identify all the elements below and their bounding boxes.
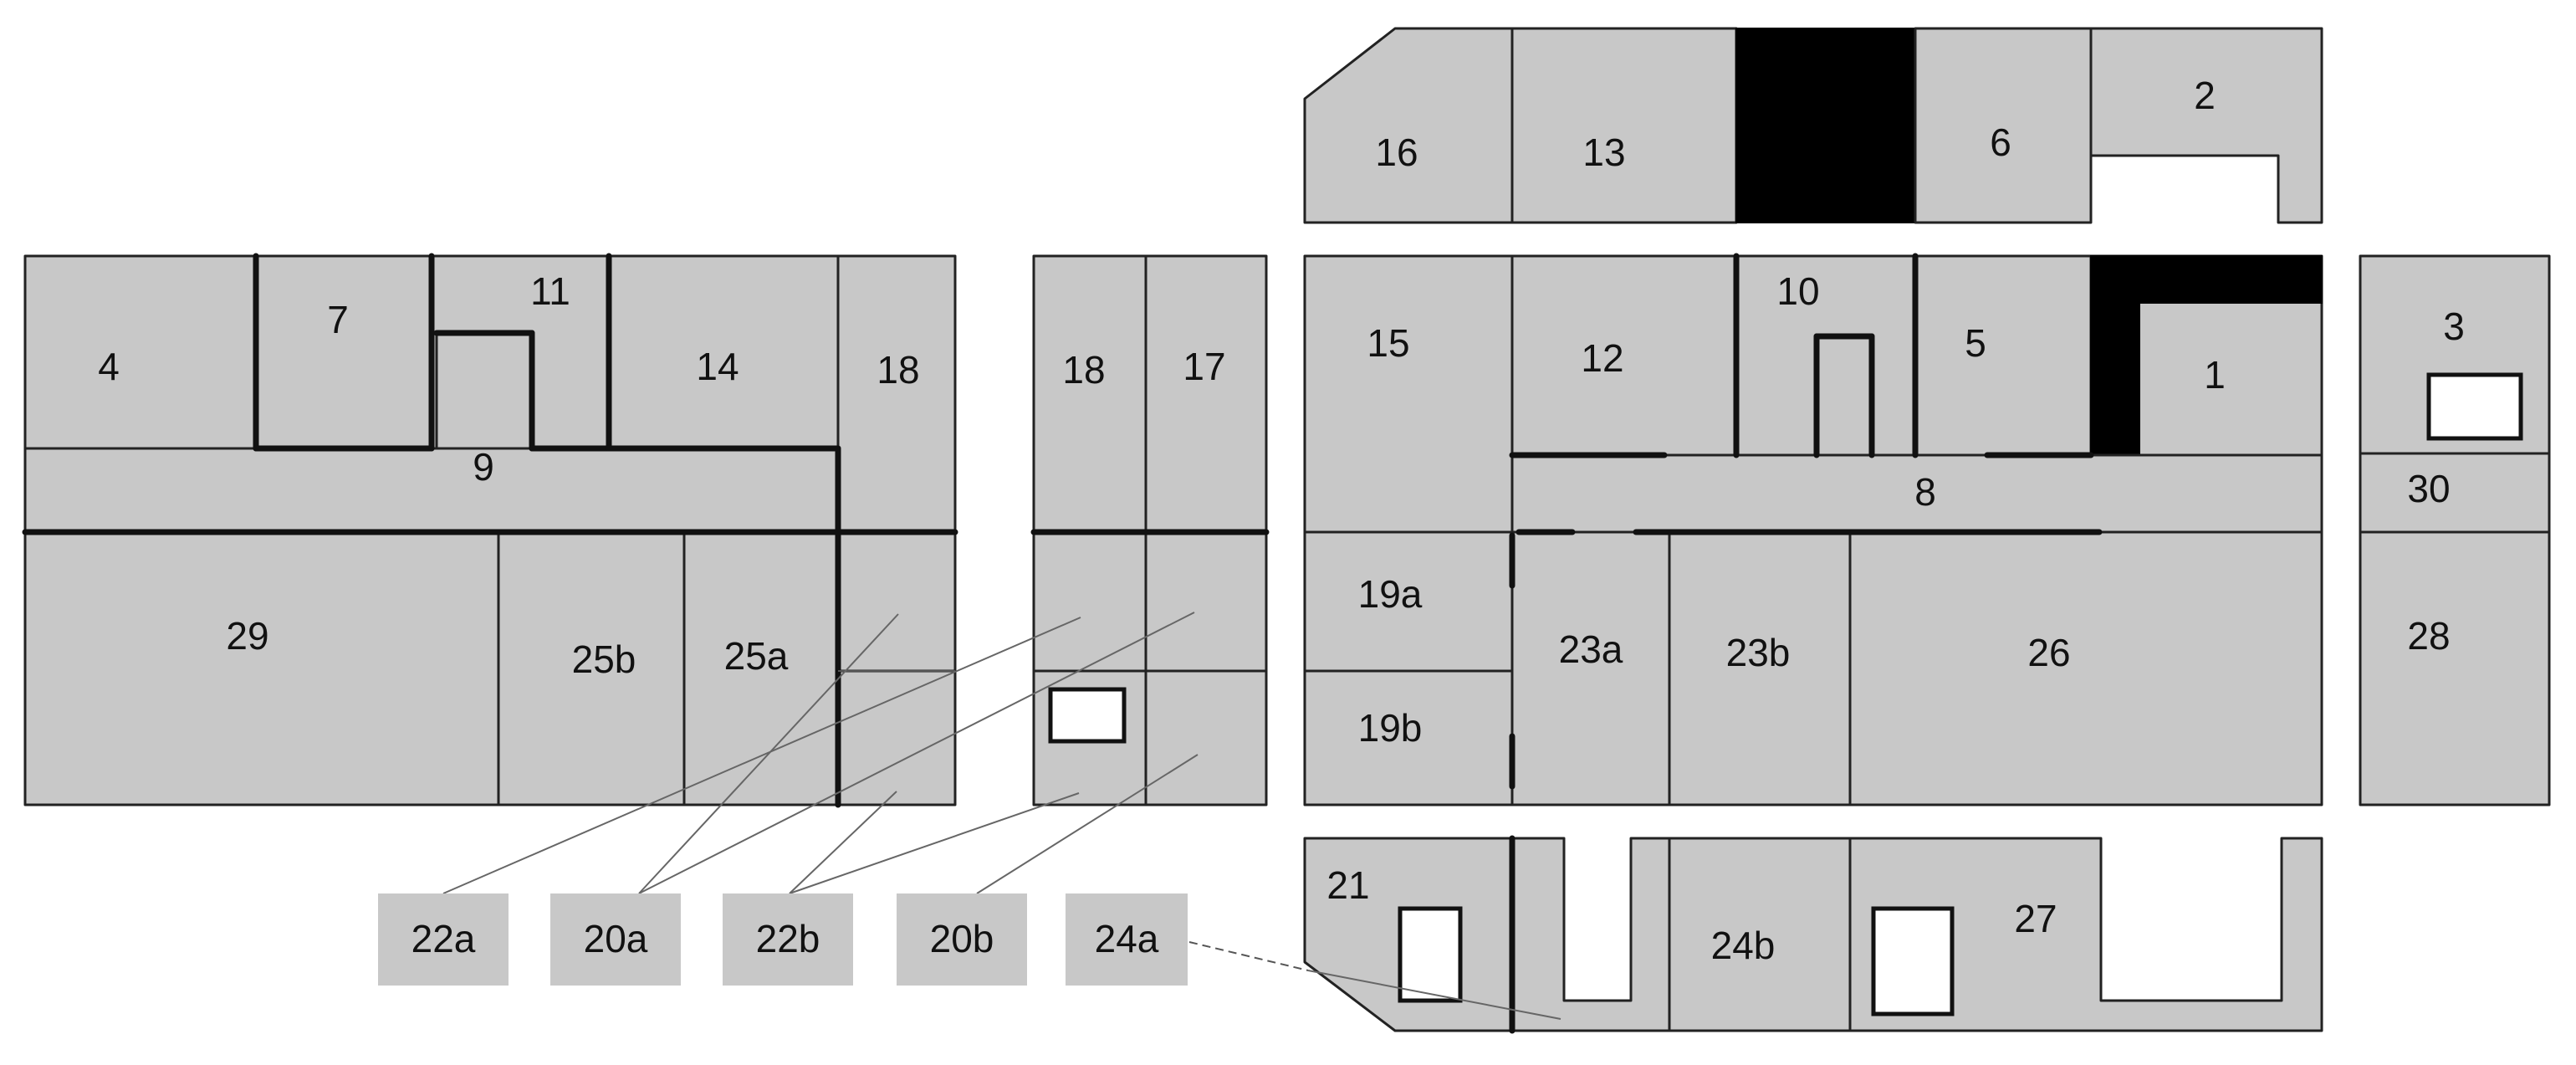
- room-24b: [1668, 837, 1852, 1032]
- room-label-25a: 25a: [724, 634, 789, 678]
- room-19b: [1303, 669, 1514, 806]
- room-23a: [1510, 530, 1671, 806]
- room-label-30: 30: [2407, 467, 2450, 510]
- room-13: [1510, 27, 1738, 224]
- room-17: [1144, 254, 1268, 534]
- tag-22a: 22a: [378, 893, 509, 986]
- room-12: [1510, 254, 1738, 457]
- room-label-10: 10: [1776, 269, 1819, 313]
- room-label-21: 21: [1326, 863, 1369, 907]
- room-6: [1914, 27, 2093, 224]
- room-labels: 4 7 11 14 18 9 29 25b 25a 18 17 16 13 6 …: [98, 74, 2465, 967]
- room-label-12: 12: [1581, 336, 1623, 380]
- room-15: [1303, 254, 1514, 534]
- room-label-16: 16: [1375, 131, 1418, 174]
- room-label-9: 9: [473, 445, 494, 489]
- room-28: [2359, 530, 2551, 806]
- bottom-strip: [1303, 835, 2323, 1034]
- room-label-19a: 19a: [1358, 572, 1423, 616]
- void-opening: [1048, 687, 1127, 744]
- void-opening: [1871, 906, 1955, 1016]
- room-label-2: 2: [2194, 74, 2216, 117]
- room-label-25b: 25b: [572, 637, 636, 681]
- room-label-18-mid: 18: [1062, 348, 1105, 392]
- room-7: [254, 254, 433, 450]
- room-label-27: 27: [2014, 897, 2057, 940]
- room-label-5: 5: [1965, 321, 1986, 365]
- room-22a-area: [836, 530, 957, 673]
- right-block: [1303, 253, 2323, 806]
- room-label-6: 6: [1990, 120, 2011, 164]
- room-26: [1848, 530, 2323, 806]
- room-label-19b: 19b: [1358, 706, 1423, 750]
- room-30: [2359, 452, 2551, 534]
- room-label-29: 29: [226, 614, 268, 658]
- void-opening: [2426, 372, 2523, 441]
- room-label-24b: 24b: [1711, 924, 1776, 967]
- room-18-left: [836, 254, 957, 534]
- room-19a: [1303, 530, 1514, 673]
- room-label-14: 14: [696, 345, 739, 388]
- room-20a-left: [1032, 530, 1147, 673]
- tag-22a-label: 22a: [411, 917, 476, 960]
- room-5: [1914, 254, 2093, 457]
- room-27: [1848, 837, 2323, 1032]
- room-25a: [682, 530, 840, 806]
- room-label-23a: 23a: [1559, 627, 1623, 671]
- room-label-23b: 23b: [1726, 631, 1791, 674]
- room-label-3: 3: [2443, 305, 2465, 348]
- room-label-28: 28: [2407, 614, 2450, 658]
- leader-lines: [442, 612, 1561, 1020]
- room-label-17: 17: [1183, 345, 1225, 388]
- room-label-18-left: 18: [877, 348, 919, 392]
- room-label-7: 7: [327, 298, 349, 341]
- corridor-9: [23, 447, 840, 534]
- room-20a-right: [1144, 530, 1268, 673]
- corridor-8: [1510, 453, 2323, 534]
- tag-20a: 20a: [550, 893, 681, 986]
- tag-boxes: 22a 20a 22b 20b 24a: [378, 893, 1188, 986]
- room-16: [1303, 27, 1514, 224]
- room-2: [2089, 27, 2323, 224]
- room-10-notch: [1815, 335, 1873, 457]
- room-label-4: 4: [98, 345, 120, 388]
- far-right-strip: [2359, 254, 2551, 806]
- top-strip: [1303, 27, 2323, 224]
- tag-20b-label: 20b: [930, 917, 994, 960]
- void-opening: [1398, 906, 1463, 1003]
- room-11-notch: [435, 331, 534, 450]
- tag-22b: 22b: [723, 893, 853, 986]
- tag-24a-label: 24a: [1095, 917, 1159, 960]
- room-label-13: 13: [1582, 131, 1625, 174]
- room-18-mid: [1032, 254, 1147, 534]
- room-29: [23, 530, 500, 806]
- tag-24a: 24a: [1066, 893, 1188, 986]
- room-label-11: 11: [530, 269, 570, 313]
- room-4: [23, 254, 258, 450]
- tag-20a-label: 20a: [584, 917, 648, 960]
- room-label-8: 8: [1914, 470, 1936, 514]
- tag-22b-label: 22b: [756, 917, 820, 960]
- blocked-area-top: [1735, 28, 1916, 223]
- left-wing: [22, 253, 958, 808]
- room-24a: [1510, 837, 1671, 1032]
- room-label-26: 26: [2027, 631, 2070, 674]
- room-label-15: 15: [1367, 321, 1409, 365]
- tag-20b: 20b: [897, 893, 1027, 986]
- middle-wing: [1030, 254, 1270, 806]
- room-label-1: 1: [2204, 353, 2226, 397]
- room-20b: [1144, 669, 1268, 806]
